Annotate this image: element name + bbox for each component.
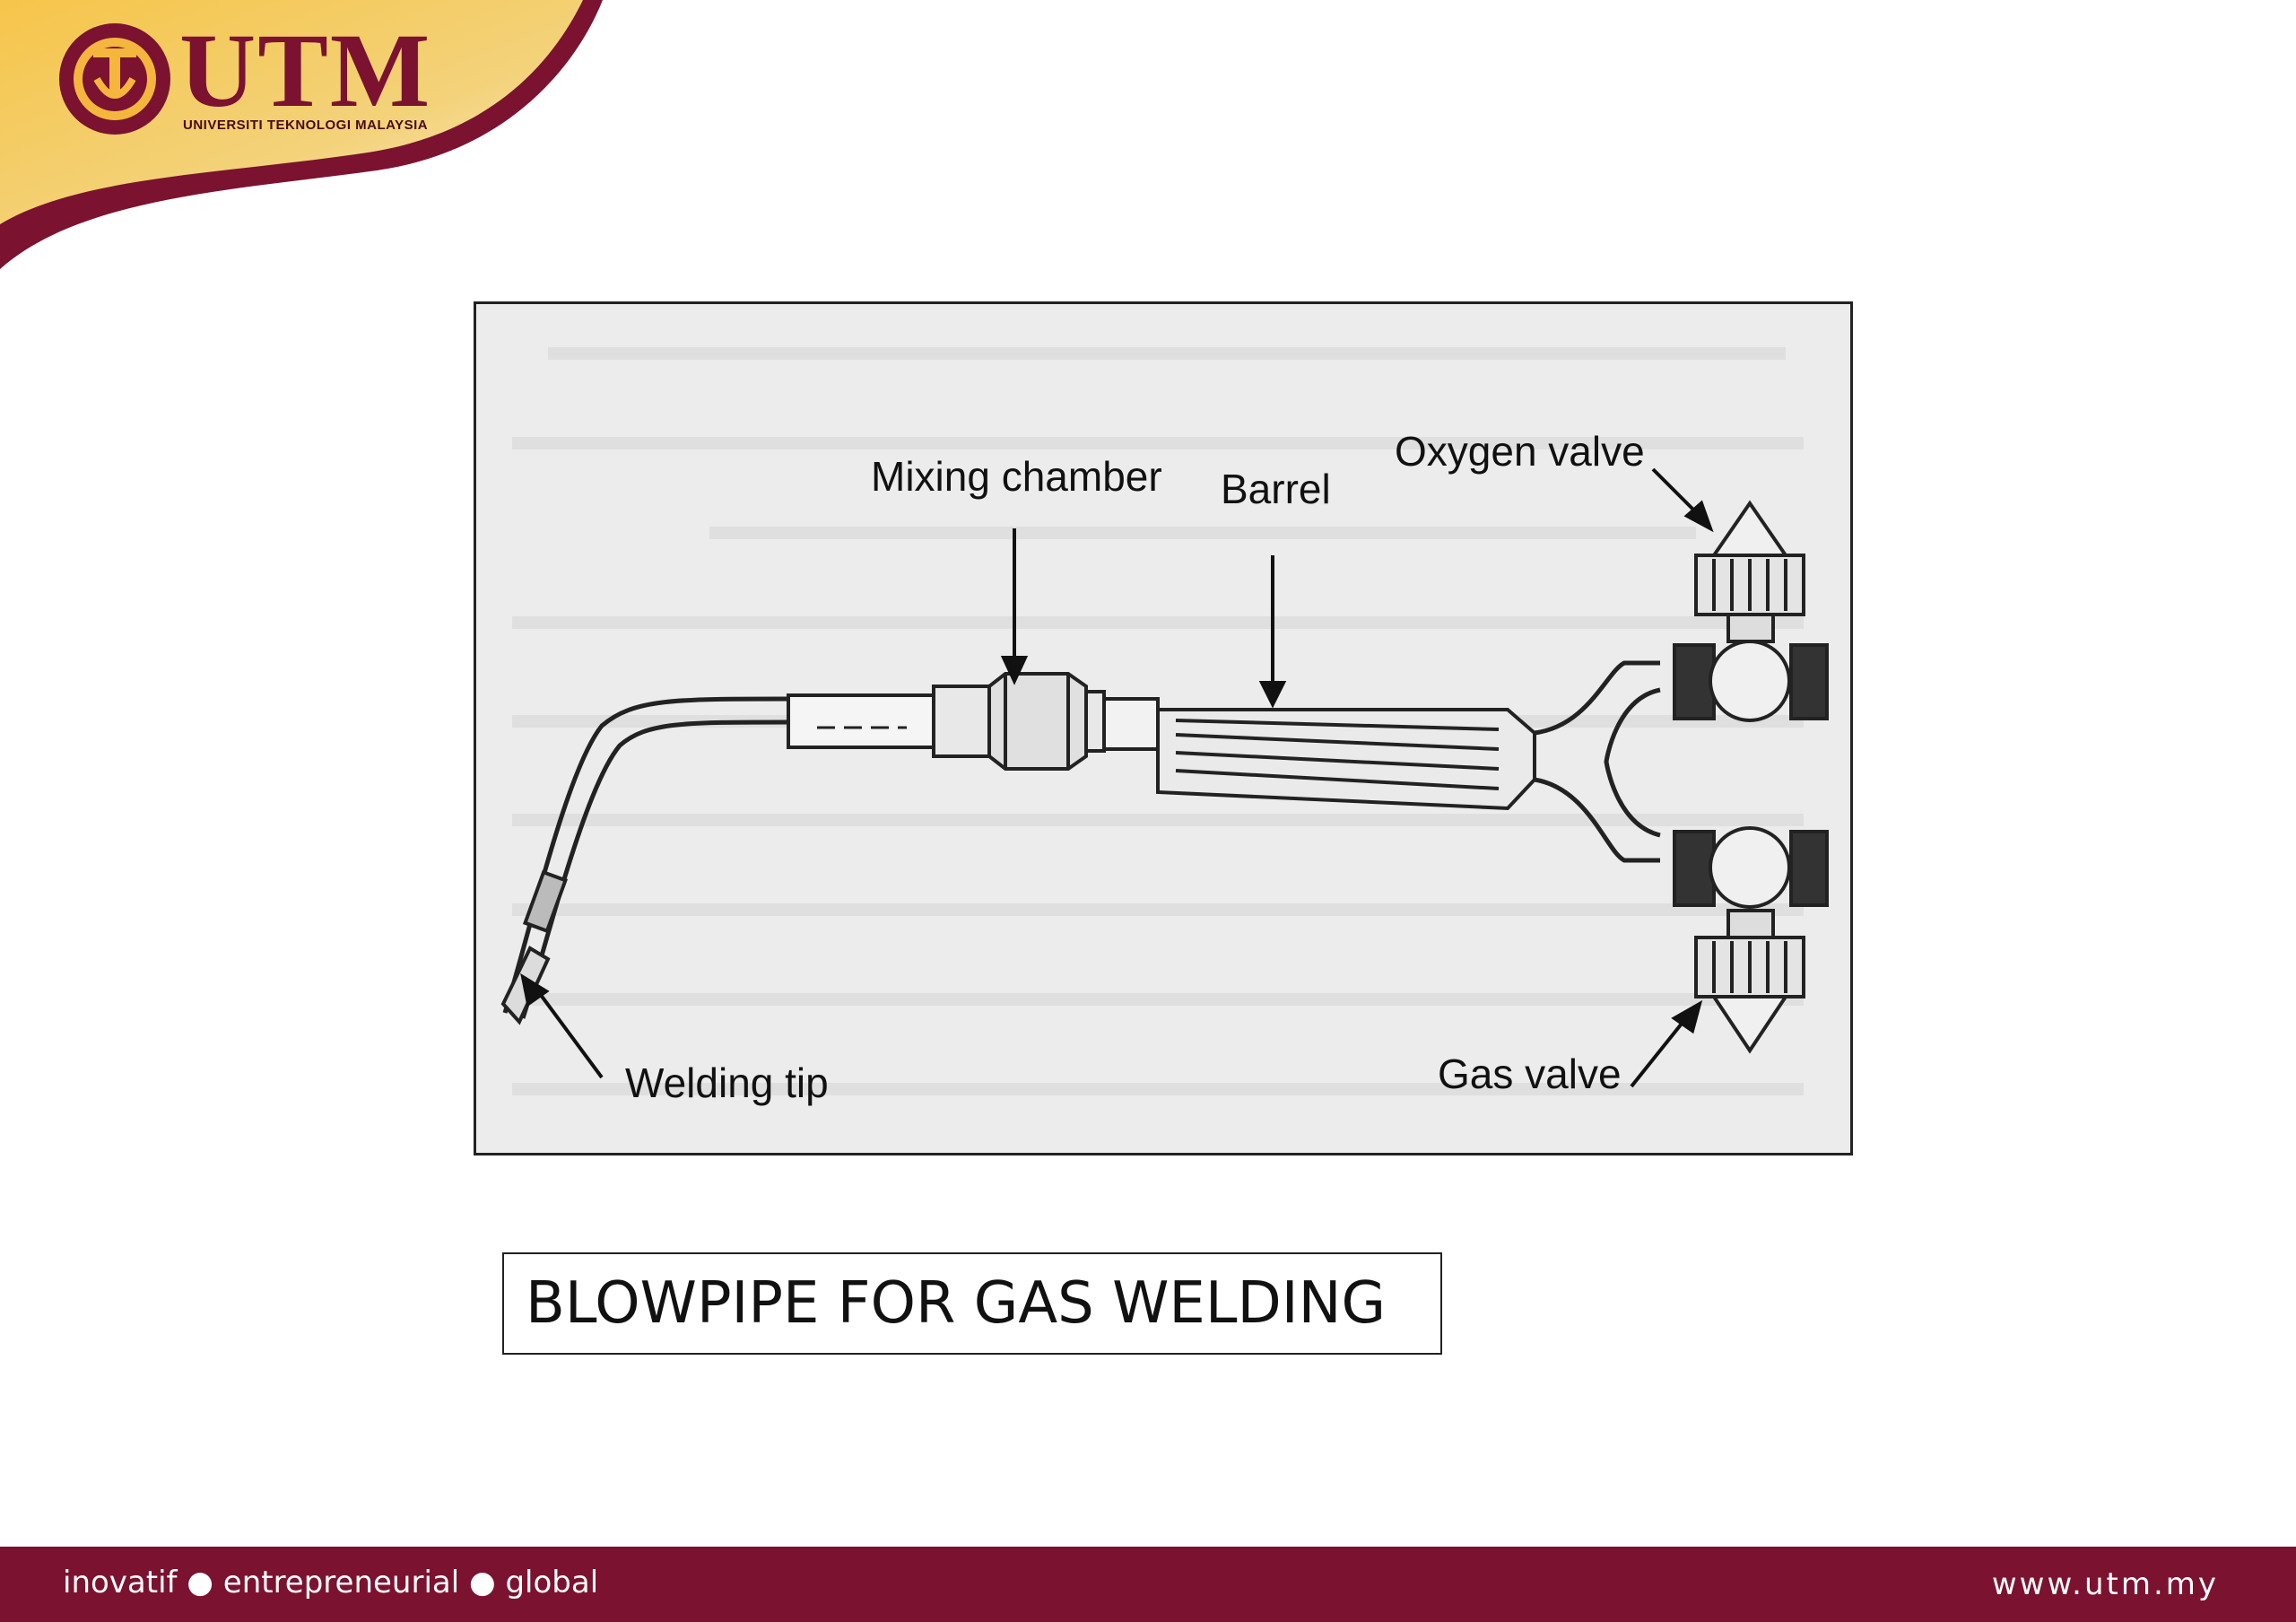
label-barrel: Barrel (1221, 466, 1331, 512)
label-arrows (520, 467, 1714, 1088)
figure-caption-box: BLOWPIPE FOR GAS WELDING (502, 1252, 1442, 1355)
label-welding-tip: Welding tip (625, 1060, 829, 1106)
label-gas-valve: Gas valve (1438, 1051, 1622, 1097)
figure-caption: BLOWPIPE FOR GAS WELDING (526, 1270, 1387, 1337)
footer-url-link[interactable]: www.utm.my (1991, 1566, 2219, 1602)
gas-valve-arrow (1630, 1013, 1691, 1088)
label-mixing-chamber: Mixing chamber (871, 453, 1162, 500)
university-crest-icon (59, 23, 170, 135)
blowpipe-figure: Mixing chamber Barrel Oxygen valve Weldi… (474, 301, 1853, 1155)
footer-bar: inovatif ● entrepreneurial ● global www.… (0, 1547, 2296, 1622)
logo-wordmark: UTM (179, 11, 432, 129)
bleed-through-texture (512, 347, 1804, 1095)
utm-logo[interactable]: UTM UNIVERSITI TEKNOLOGI MALAYSIA (57, 11, 432, 136)
footer-tagline: inovatif ● entrepreneurial ● global (63, 1565, 599, 1600)
logo-subtitle: UNIVERSITI TEKNOLOGI MALAYSIA (183, 117, 429, 133)
blowpipe-diagram: Mixing chamber Barrel Oxygen valve Weldi… (476, 304, 1850, 1153)
welding-tip-arrow (534, 986, 604, 1079)
torch-drawing (500, 500, 1829, 1054)
label-oxygen-valve: Oxygen valve (1395, 428, 1645, 475)
